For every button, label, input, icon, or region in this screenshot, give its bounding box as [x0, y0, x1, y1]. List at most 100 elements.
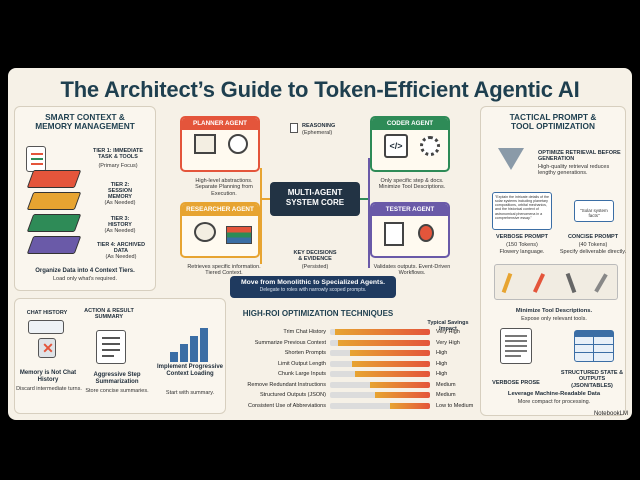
- infographic-poster: The Architect’s Guide to Token-Efficient…: [8, 68, 632, 420]
- connector-line: [368, 158, 370, 268]
- technique-name: Summarize Previous Context: [254, 339, 326, 346]
- notebooklm-brand: NotebookLM: [593, 411, 628, 417]
- banner-sub: Delegate to roles with narrowly scoped p…: [259, 287, 367, 293]
- verbose-prose-label: VERBOSE PROSE: [492, 380, 540, 386]
- books-icon: [226, 226, 252, 244]
- concise-prompt-card: "Solar system facts": [574, 200, 614, 222]
- tier-2-note: (As Needed): [104, 200, 136, 206]
- tester-agent-card: TESTER AGENT: [370, 202, 450, 258]
- tier-3-note: (As Needed): [104, 228, 136, 234]
- impact-bar: [330, 339, 430, 346]
- technique-name: Trim Chat History: [283, 329, 326, 335]
- impact-heading: Typical Savings Impact: [427, 320, 469, 333]
- coder-desc: Only specific step & docs. Minimize Tool…: [378, 178, 446, 191]
- aggressive-sub: Store concise summaries.: [85, 388, 149, 394]
- verbose-prompt-label: VERBOSE PROMPT: [496, 234, 548, 240]
- progressive-sub: Start with summary.: [165, 390, 215, 396]
- impact-value: Very High: [436, 329, 460, 335]
- technique-name: Remove Redundant Instructions: [247, 381, 326, 388]
- leverage-title: Leverage Machine-Readable Data: [507, 391, 601, 397]
- impact-bar: [330, 392, 430, 398]
- tester-desc: Validates outputs. Event-Driven Workflow…: [373, 264, 451, 277]
- verbose-prompt-card: "Explain the intricate details of the so…: [492, 192, 552, 230]
- optimize-title: OPTIMIZE RETRIEVAL BEFORE GENERATION: [538, 150, 621, 163]
- minimize-sub: Expose only relevant tools.: [521, 316, 587, 322]
- checklist-icon: [384, 222, 404, 246]
- connector-line: [260, 198, 272, 200]
- technique-name: Limit Output Length: [277, 360, 326, 367]
- impact-bar: [330, 329, 430, 335]
- impact-value: Medium: [436, 392, 456, 398]
- verbose-prompt-sub: Flowery language.: [499, 249, 545, 255]
- progressive-title: Implement Progressive Context Loading: [156, 364, 224, 377]
- impact-value: High: [436, 350, 448, 356]
- techniques-heading: HIGH-ROI OPTIMIZATION TECHNIQUES: [242, 309, 394, 318]
- technique-name: Shorten Prompts: [284, 350, 326, 356]
- impact-bar: [330, 402, 430, 409]
- concise-prompt-tokens: (40 Tokens): [578, 242, 608, 248]
- planner-agent-card: PLANNER AGENT: [180, 116, 260, 172]
- impact-value: Low to Medium: [436, 402, 474, 409]
- multi-agent-core: MULTI-AGENT SYSTEM CORE: [270, 182, 360, 216]
- aggressive-title: Aggressive Step Summarization: [93, 372, 141, 385]
- organize-text: Organize Data into 4 Context Tiers.: [35, 268, 135, 274]
- impact-bar: [330, 371, 430, 377]
- technique-row: Consistent Use of Abbreviations Low to Me…: [234, 402, 473, 411]
- connector-line: [260, 168, 262, 264]
- technique-row: Trim Chat History Very High: [234, 328, 466, 337]
- technique-name: Consistent Use of Abbreviations: [248, 402, 326, 409]
- planner-desc: High-level abstractions. Separate Planni…: [195, 178, 253, 197]
- key-decisions-label: KEY DECISIONS & EVIDENCE: [293, 250, 337, 263]
- concise-prompt-label: CONCISE PROMPT: [567, 234, 619, 240]
- pencil-icon: [501, 272, 513, 294]
- tier-2-label: TIER 2: SESSION MEMORY: [107, 182, 133, 201]
- tier-4-note: (As Needed): [105, 254, 137, 260]
- concise-prompt-text: "Solar system facts": [580, 208, 608, 219]
- structured-label: STRUCTURED STATE & OUTPUTS (JSON/TABLES): [560, 370, 624, 389]
- researcher-desc: Retrieves specific information. Tiered C…: [187, 264, 261, 277]
- screwdriver-icon: [532, 273, 546, 293]
- right-heading: TACTICAL PROMPT & TOOL OPTIMIZATION: [509, 112, 597, 131]
- funnel-icon: [498, 148, 524, 170]
- technique-name: Structured Outputs (JSON): [259, 392, 326, 398]
- verbose-prose-doc: [500, 328, 532, 364]
- tier-3-layer: [26, 214, 82, 232]
- maze-icon: [194, 134, 216, 154]
- optimize-sub: High-quality retrieval reduces lengthy g…: [538, 164, 610, 177]
- tier-2-layer: [26, 192, 82, 210]
- key-decisions-sub: (Persisted): [301, 264, 329, 270]
- impact-bar: [330, 360, 430, 367]
- impact-bar: [330, 350, 430, 356]
- verbose-prompt-text: "Explain the intricate details of the so…: [495, 195, 550, 220]
- action-summary-label: ACTION & RESULT SUMMARY: [84, 308, 134, 321]
- tester-agent-label: TESTER AGENT: [372, 204, 448, 216]
- technique-row: Shorten Prompts High: [234, 349, 466, 358]
- tier-1-label: TIER 1: IMMEDIATE TASK & TOOLS: [93, 148, 143, 161]
- document-stack-icon: [96, 330, 126, 364]
- chat-bubble-icon: [28, 320, 64, 334]
- connector-line: [360, 198, 370, 200]
- compass-icon: [228, 134, 248, 154]
- planner-agent-label: PLANNER AGENT: [182, 118, 258, 130]
- impact-bar: [330, 381, 430, 388]
- hammer-icon: [565, 272, 577, 294]
- concise-prompt-sub: Specify deliverable directly.: [559, 249, 627, 255]
- bug-icon: [418, 224, 434, 242]
- clipboard-icon: [26, 146, 46, 172]
- magnifier-icon: [194, 222, 216, 242]
- wrench-icon: [594, 273, 608, 293]
- researcher-agent-label: RESEARCHER AGENT: [182, 204, 258, 216]
- trash-icon: ✕: [38, 338, 56, 358]
- page-title: The Architect’s Guide to Token-Efficient…: [60, 77, 580, 102]
- technique-row: Summarize Previous Context Very High: [234, 339, 466, 348]
- minimize-title: Minimize Tool Descriptions.: [515, 308, 593, 314]
- verbose-prompt-tokens: (150 Tokens): [506, 242, 538, 248]
- reasoning-label: REASONING: [302, 123, 336, 129]
- impact-value: Very High: [436, 339, 460, 346]
- gear-icon: [420, 136, 440, 156]
- organize-sub: Load only what's required.: [52, 276, 118, 282]
- tools-panel: [494, 264, 618, 300]
